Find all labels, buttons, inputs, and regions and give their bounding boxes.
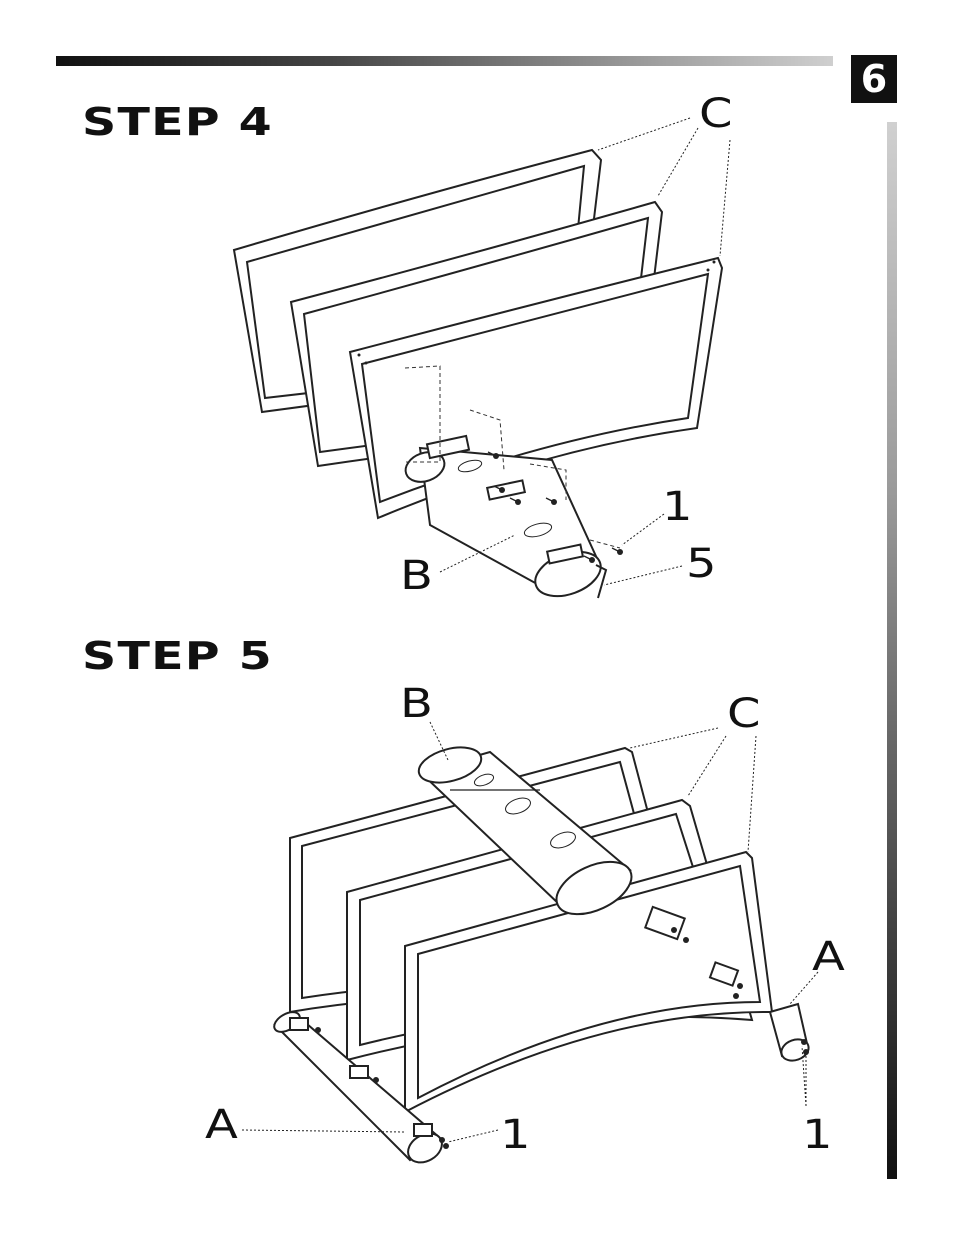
step5-cylinder-a-right [770,1004,812,1064]
